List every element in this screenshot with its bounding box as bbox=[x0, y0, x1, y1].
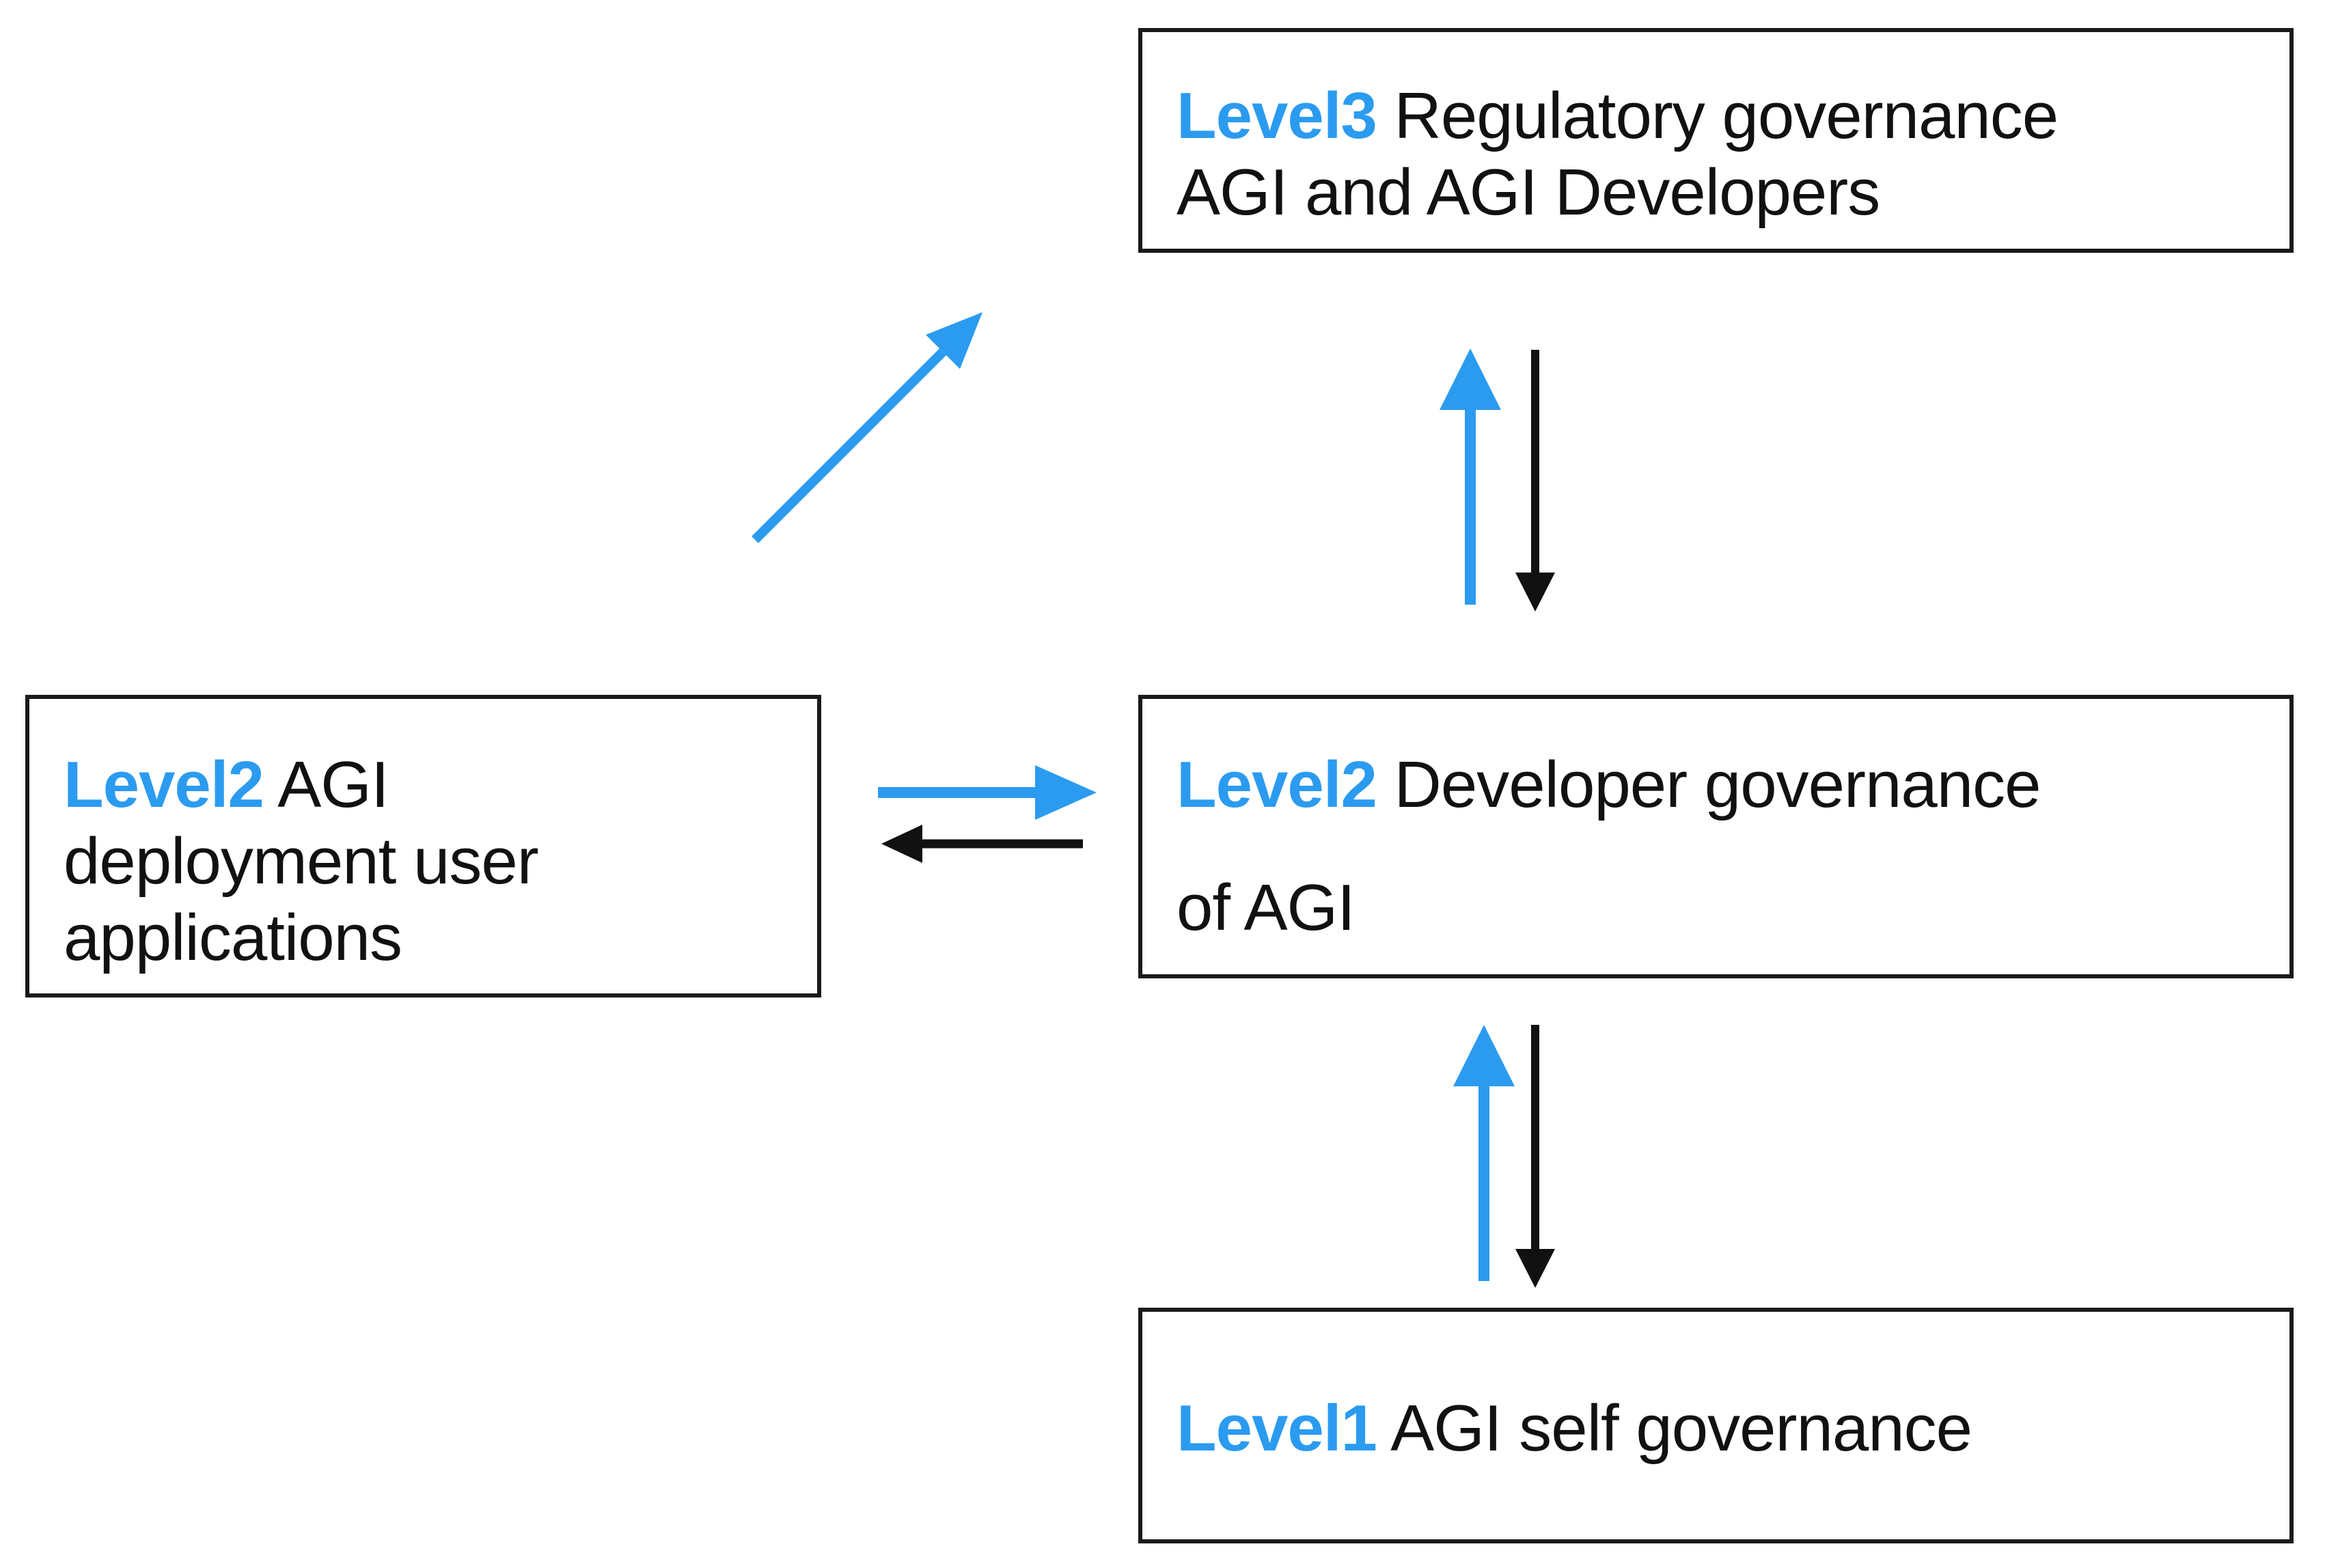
level1-box: Level1 AGI self governance bbox=[1138, 1308, 2294, 1543]
arrow-deployment-to-level3 bbox=[752, 312, 982, 543]
arrow-deployment-to-developer bbox=[878, 765, 1097, 820]
level1-title: AGI self governance bbox=[1390, 1392, 1972, 1465]
level2-developer-tag: Level2 bbox=[1177, 748, 1377, 821]
level2-deployment-title: AGI bbox=[277, 748, 389, 821]
level2-deployment-line-1: Level2 AGI bbox=[64, 747, 817, 823]
arrow-level1-to-developer bbox=[1453, 1025, 1515, 1281]
level2-deployment-box: Level2 AGI deployment user applications bbox=[25, 695, 821, 998]
arrow-developer-to-level1 bbox=[1515, 1025, 1555, 1288]
level1-tag: Level1 bbox=[1177, 1392, 1377, 1465]
arrow-developer-to-level3 bbox=[1440, 348, 1501, 605]
level3-line-1: Level3 Regulatory governance bbox=[1177, 78, 2289, 154]
level3-tag: Level3 bbox=[1177, 79, 1377, 152]
arrow-developer-to-deployment bbox=[881, 825, 1083, 863]
level1-line-1: Level1 AGI self governance bbox=[1177, 1390, 2289, 1467]
level3-subtitle: AGI and AGI Developers bbox=[1177, 156, 1880, 229]
level2-developer-box: Level2 Developer governance of AGI bbox=[1138, 695, 2294, 978]
level2-deployment-line-3: applications bbox=[64, 901, 402, 974]
level3-box: Level3 Regulatory governance AGI and AGI… bbox=[1138, 28, 2294, 253]
level2-deployment-tag: Level2 bbox=[64, 748, 264, 821]
level3-title: Regulatory governance bbox=[1394, 79, 2059, 152]
level2-developer-title: Developer governance bbox=[1394, 748, 2041, 821]
level2-developer-subtitle: of AGI bbox=[1177, 871, 1356, 944]
level2-developer-line-1: Level2 Developer governance bbox=[1177, 747, 2289, 823]
arrow-level3-to-developer bbox=[1515, 350, 1555, 611]
level2-deployment-line-2: deployment user bbox=[64, 825, 539, 898]
